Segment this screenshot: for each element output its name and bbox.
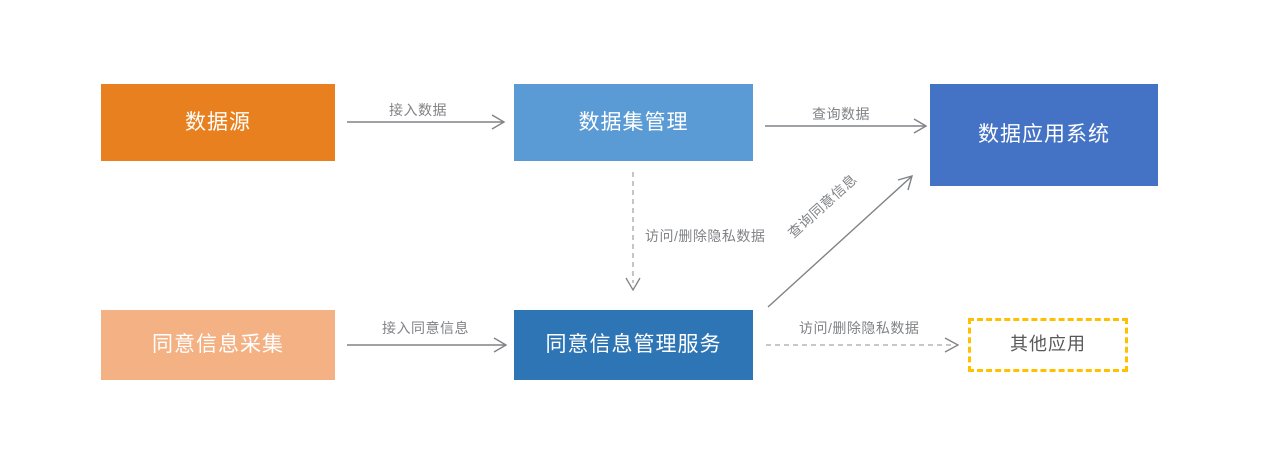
node-consent-information-management-service[interactable]: 同意信息管理服务 (514, 310, 753, 380)
edge-query-data-arrowhead (913, 118, 928, 134)
node-dataset-management[interactable]: 数据集管理 (514, 84, 753, 161)
edge-access-delete-bottom-arrowhead (944, 337, 960, 353)
edge-label-ingest-consent-info: 接入同意信息 (382, 320, 469, 336)
edge-label-access-delete-private-data-bottom: 访问/删除隐私数据 (799, 320, 920, 336)
node-data-source-label: 数据源 (185, 110, 251, 134)
edge-ingest-consent-arrowhead (493, 337, 508, 353)
edge-query-consent-line (767, 176, 912, 308)
edge-access-delete-vertical-arrowhead (625, 277, 641, 292)
edge-query-consent-arrowhead (897, 174, 914, 191)
edge-label-query-data: 查询数据 (812, 106, 870, 122)
node-other-applications-label: 其他应用 (1010, 334, 1086, 355)
node-dataset-management-label: 数据集管理 (578, 110, 689, 134)
node-other-applications[interactable]: 其他应用 (968, 318, 1128, 372)
edge-label-access-delete-private-data-vertical: 访问/删除隐私数据 (645, 228, 766, 244)
node-data-application-system[interactable]: 数据应用系统 (930, 84, 1158, 186)
edge-label-ingest-data: 接入数据 (389, 102, 447, 118)
node-consent-information-management-service-label: 同意信息管理服务 (545, 333, 722, 357)
node-data-source[interactable]: 数据源 (101, 84, 335, 161)
node-consent-information-collection[interactable]: 同意信息采集 (101, 310, 335, 380)
edge-ingest-data-arrowhead (491, 114, 506, 130)
node-data-application-system-label: 数据应用系统 (978, 123, 1110, 147)
node-consent-information-collection-label: 同意信息采集 (152, 333, 284, 357)
